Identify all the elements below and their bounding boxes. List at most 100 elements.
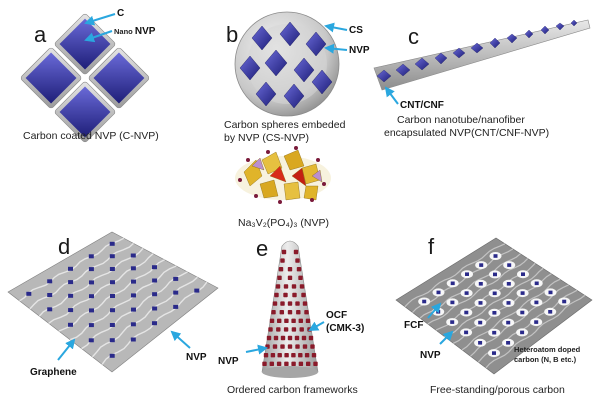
nvp-particle <box>395 63 411 77</box>
ocf-particle <box>296 310 301 315</box>
po4-tetrahedron <box>311 169 323 183</box>
ocf-particle <box>296 267 302 272</box>
label-nvp-d: NVP <box>186 352 207 363</box>
nvp-particle <box>110 280 115 285</box>
nvp-particle <box>88 323 94 328</box>
porous-nvp-particles <box>418 252 571 358</box>
nvp-particle <box>506 282 511 286</box>
nvp-particle <box>152 306 158 311</box>
na-atom <box>316 158 320 162</box>
na-atom <box>254 194 258 198</box>
ocf-particle <box>298 275 303 280</box>
graphene-wrinkle <box>91 276 198 358</box>
ocf-particle <box>295 258 300 263</box>
po4-tetrahedron <box>251 157 265 171</box>
ocf-particle <box>291 327 297 332</box>
na-atom <box>238 178 242 182</box>
ocf-particle <box>284 353 289 358</box>
ocf-particle <box>280 344 285 349</box>
panel-b: b CS NVP Carbon spheres embeded by NVP (… <box>224 11 370 144</box>
nvp-particle <box>464 330 469 335</box>
graphene-wrinkle <box>69 265 177 341</box>
nvp-particle <box>548 290 553 295</box>
ocf-particle <box>287 301 293 306</box>
ocf-particle <box>283 327 289 332</box>
arrow-ocf <box>308 321 325 331</box>
nvp-particle <box>492 291 497 296</box>
nvp-particle <box>110 308 115 313</box>
nvp-particle <box>524 29 534 39</box>
na-atom <box>294 146 298 150</box>
caption-b-line1: Carbon spheres embeded <box>224 119 346 131</box>
ocf-particle <box>269 361 274 366</box>
ocf-particle <box>287 344 293 349</box>
panel-f: f FCF NVP Heteroatom doped carbon (N, B … <box>395 234 593 396</box>
panel-letter-a: a <box>34 22 47 47</box>
ocf-particle <box>287 275 293 280</box>
panel-a: a C Nano NVP Carbon coated NVP (C-NVP) <box>20 8 159 143</box>
nvp-particle <box>68 322 73 327</box>
ocf-particle <box>269 318 275 323</box>
nvp-particle <box>109 353 115 358</box>
nvp-particle <box>131 293 136 298</box>
ocf-particle <box>278 267 284 272</box>
nvp-particle <box>534 281 539 286</box>
nvp-in-tube <box>376 19 578 83</box>
caption-a: Carbon coated NVP (C-NVP) <box>23 130 159 142</box>
ocf-particle <box>283 284 289 289</box>
nvp-particle <box>464 310 469 315</box>
nvp-particle <box>130 253 136 258</box>
nvp-particle <box>506 301 511 305</box>
nvp-particle <box>479 263 484 267</box>
panel-letter-e: e <box>256 236 268 261</box>
label-c: C <box>117 8 124 19</box>
arrow-cnt <box>384 86 399 105</box>
ocf-particle <box>291 284 297 289</box>
nvp-particle <box>520 310 525 315</box>
ocf-particle <box>298 353 303 358</box>
label-nvp-e: NVP <box>218 356 239 367</box>
ocf-particle <box>284 318 289 323</box>
na-atom <box>246 158 250 162</box>
label-nvp-f: NVP <box>420 350 441 361</box>
porous-texture-line <box>427 258 529 325</box>
nvp-particle <box>109 267 115 271</box>
nvp-particle <box>492 311 497 315</box>
ocf-particle <box>276 327 281 332</box>
caption-c-line2: encapsulated NVP(CNT/CNF-NVP) <box>384 127 549 139</box>
panel-c: c CNT/CNF Carbon nanotube/nanofiber enca… <box>373 19 591 139</box>
nvp-particle <box>434 52 448 65</box>
arrow-c <box>84 13 116 26</box>
nvp-particle <box>452 47 466 59</box>
label-hetero-line2: carbon (N, B etc.) <box>514 355 577 364</box>
caption-b-line2: by NVP (CS-NVP) <box>224 132 309 144</box>
nvp-particle <box>520 330 525 335</box>
ocf-particle <box>284 361 289 366</box>
carbon-coated-nvp-grid <box>20 13 150 143</box>
panel-letter-f: f <box>428 234 435 259</box>
ocf-particle <box>271 310 276 315</box>
nvp-particle <box>534 320 539 324</box>
ocf-particle <box>292 292 297 298</box>
arrow-fcf <box>427 302 442 319</box>
nvp-core <box>93 52 145 104</box>
na-atom <box>322 182 326 186</box>
ocf-particle <box>276 361 282 366</box>
nvp-particle <box>47 293 53 297</box>
nvp-particle <box>521 272 525 276</box>
nvp-particle <box>422 299 427 304</box>
nvp-particle <box>47 307 53 312</box>
nvp-particle <box>47 279 53 284</box>
nvp-core <box>25 52 77 104</box>
porous-texture-line <box>444 267 544 338</box>
nvp-particle <box>450 300 455 305</box>
label-cnt: CNT/CNF <box>400 100 444 111</box>
nvp-particle <box>376 69 392 83</box>
ocf-particle <box>277 275 282 280</box>
label-graphene: Graphene <box>30 367 77 378</box>
nvp-octahedra <box>239 21 333 109</box>
ocf-particle <box>310 344 315 349</box>
panel-e: e OCF (CMK-3) NVP Ordered carbon framewo… <box>218 236 364 396</box>
ocf-particle <box>283 292 288 298</box>
nvp-core <box>59 86 111 138</box>
